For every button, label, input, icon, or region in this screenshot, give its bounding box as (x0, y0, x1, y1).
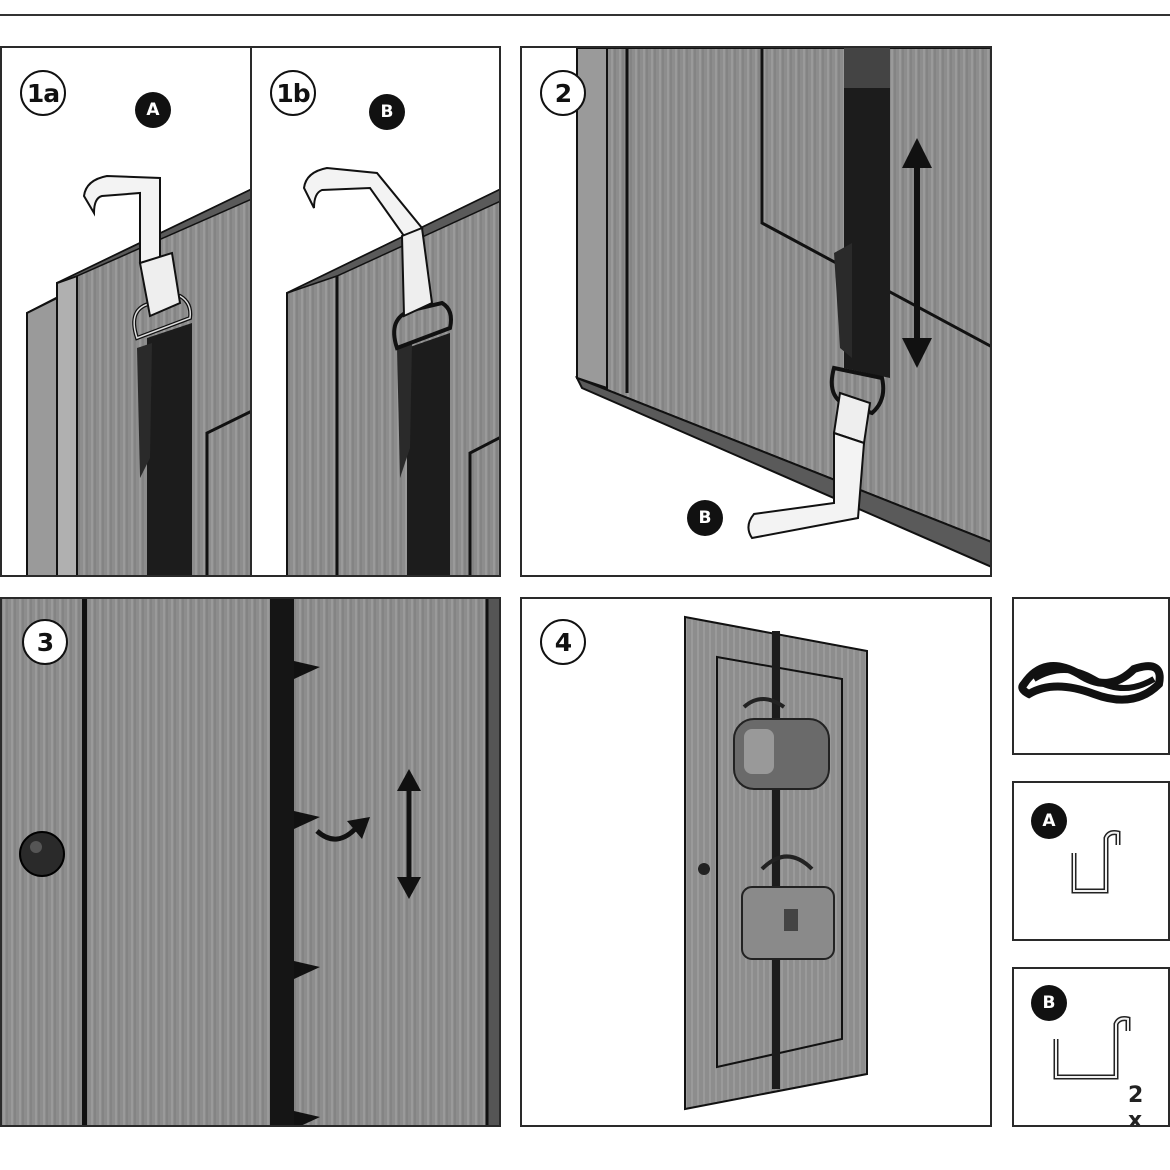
step-badge-1b: 1b (270, 70, 316, 116)
door-with-bags-illustration (684, 615, 868, 1111)
header-rule (0, 14, 1170, 16)
contents-strap-panel (1012, 597, 1170, 755)
panel-step-1a: 1a A (0, 46, 252, 577)
door-bottom-illustration (574, 48, 990, 575)
hook-a-icon (1071, 830, 1121, 894)
step-badge-4: 4 (540, 619, 586, 665)
step-badge-3: 3 (22, 619, 68, 665)
panel-step-3: 3 (0, 597, 501, 1127)
part-badge-b-contents: B (1031, 985, 1067, 1021)
door-illustration-1b (286, 166, 499, 575)
part-badge-b-step2: B (687, 500, 723, 536)
part-badge-b: B (369, 94, 405, 130)
step-badge-1a: 1a (20, 70, 66, 116)
door-illustration-1a (26, 174, 250, 575)
hook-b-quantity: 2 x (1128, 1083, 1146, 1127)
panel-step-2: 2 B (520, 46, 992, 577)
contents-hook-b-panel: B 2 x (1012, 967, 1170, 1127)
coiled-strap-illustration (1018, 662, 1164, 704)
panel-step-1b: 1b B (250, 46, 501, 577)
step-badge-2: 2 (540, 70, 586, 116)
door-edge-illustration (2, 599, 499, 1125)
part-badge-a: A (135, 92, 171, 128)
part-badge-a-contents: A (1031, 803, 1067, 839)
contents-hook-a-panel: A (1012, 781, 1170, 941)
panel-step-4: 4 (520, 597, 992, 1127)
hook-b-icon (1053, 1016, 1131, 1080)
